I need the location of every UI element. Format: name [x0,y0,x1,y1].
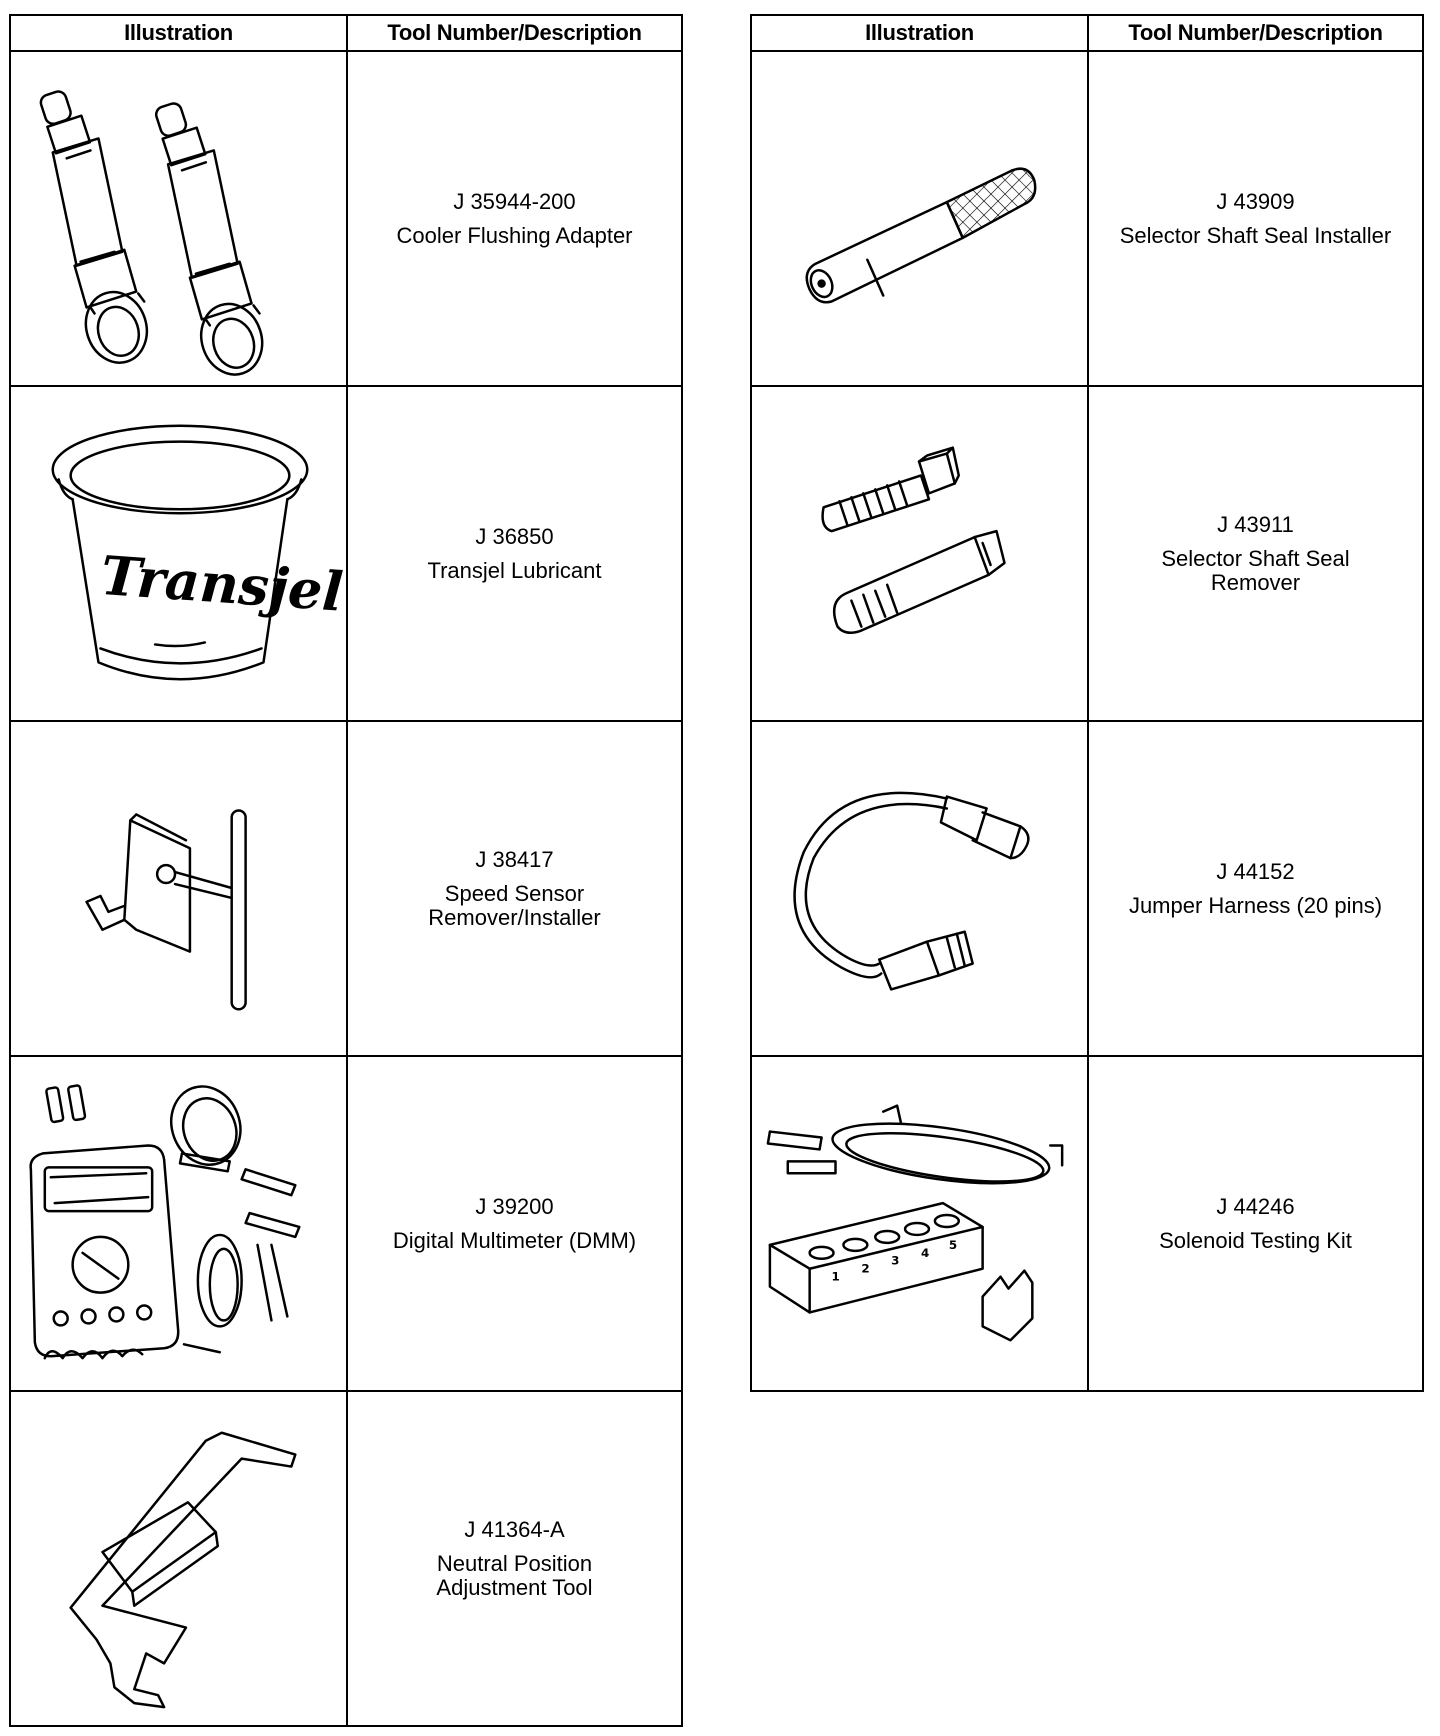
tool-cell: J 39200 Digital Multimeter (DMM) [346,1055,683,1392]
table-row: J 43911 Selector Shaft Seal Remover [750,385,1424,722]
cooler-flushing-adapter-icon [39,90,264,376]
block-number: 5 [949,1238,957,1252]
block-number: 3 [891,1254,899,1268]
tool-number: J 44246 [1216,1193,1295,1219]
tool-description: Neutral Position Adjustment Tool [436,1550,593,1600]
speed-sensor-tool-icon [85,809,247,1011]
tool-number: J 39200 [475,1193,554,1219]
table-row: J 43909 Selector Shaft Seal Installer [750,50,1424,387]
illustration-cell [9,50,348,387]
tool-description: Selector Shaft Seal Remover [1161,545,1350,595]
block-number: 4 [921,1246,929,1260]
jumper-harness-icon [793,791,1030,991]
tool-cell: J 41364-A Neutral Position Adjustment To… [346,1390,683,1727]
tool-description: Jumper Harness (20 pins) [1128,892,1383,918]
tool-number: J 38417 [475,846,554,872]
tool-description: Digital Multimeter (DMM) [392,1227,637,1253]
table-row: J 39200 Digital Multimeter (DMM) [9,1055,683,1392]
table-header-row: Illustration Tool Number/Description [9,14,683,52]
illustration-cell [9,720,348,1057]
table-row: J 41364-A Neutral Position Adjustment To… [9,1390,683,1727]
transjel-lubricant-icon: Transjel [51,424,345,681]
table-header-row: Illustration Tool Number/Description [750,14,1424,52]
block-number: 1 [832,1270,840,1284]
seal-installer-icon [805,167,1037,304]
illustration-cell [9,1055,348,1392]
digital-multimeter-icon [29,1084,301,1360]
tool-number: J 41364-A [464,1516,565,1542]
tool-cell: J 38417 Speed Sensor Remover/Installer [346,720,683,1057]
illustration-header: Illustration [9,14,348,52]
tool-cell: J 43911 Selector Shaft Seal Remover [1087,385,1424,722]
tool-description: Cooler Flushing Adapter [396,222,633,248]
illustration-cell [750,385,1089,722]
table-row: 1 2 3 4 5 J 44246 Solenoid Testing Kit [750,1055,1424,1392]
illustration-header: Illustration [750,14,1089,52]
tool-number: J 43909 [1216,188,1295,214]
tool-header: Tool Number/Description [346,14,683,52]
tool-number: J 43911 [1217,511,1294,537]
tool-cell: J 36850 Transjel Lubricant [346,385,683,722]
tool-cell: J 44246 Solenoid Testing Kit [1087,1055,1424,1392]
table-row: Transjel J 36850 Transjel Lubricant [9,385,683,722]
illustration-cell [9,1390,348,1727]
tool-description: Transjel Lubricant [427,557,602,583]
illustration-cell: Transjel [9,385,348,722]
illustration-cell [750,50,1089,387]
block-number: 2 [861,1262,869,1276]
seal-remover-icon [821,446,1006,635]
neutral-position-tool-icon [69,1431,297,1709]
tool-number: J 35944-200 [453,188,576,214]
table-row: J 44152 Jumper Harness (20 pins) [750,720,1424,1057]
product-label-text: Transjel [99,544,345,624]
tool-number: J 44152 [1216,858,1295,884]
illustration-cell [750,720,1089,1057]
left-tool-table: Illustration Tool Number/Description [9,14,683,1727]
right-tool-table: Illustration Tool Number/Description [750,14,1424,1392]
tool-cell: J 43909 Selector Shaft Seal Installer [1087,50,1424,387]
table-row: J 35944-200 Cooler Flushing Adapter [9,50,683,387]
tool-cell: J 44152 Jumper Harness (20 pins) [1087,720,1424,1057]
tool-cell: J 35944-200 Cooler Flushing Adapter [346,50,683,387]
illustration-cell: 1 2 3 4 5 [750,1055,1089,1392]
tool-description: Solenoid Testing Kit [1159,1227,1352,1253]
tool-description: Selector Shaft Seal Installer [1119,222,1392,248]
solenoid-testing-kit-icon: 1 2 3 4 5 [766,1104,1064,1342]
tool-header: Tool Number/Description [1087,14,1424,52]
table-row: J 38417 Speed Sensor Remover/Installer [9,720,683,1057]
tool-description: Speed Sensor Remover/Installer [428,880,601,930]
tool-number: J 36850 [475,523,554,549]
